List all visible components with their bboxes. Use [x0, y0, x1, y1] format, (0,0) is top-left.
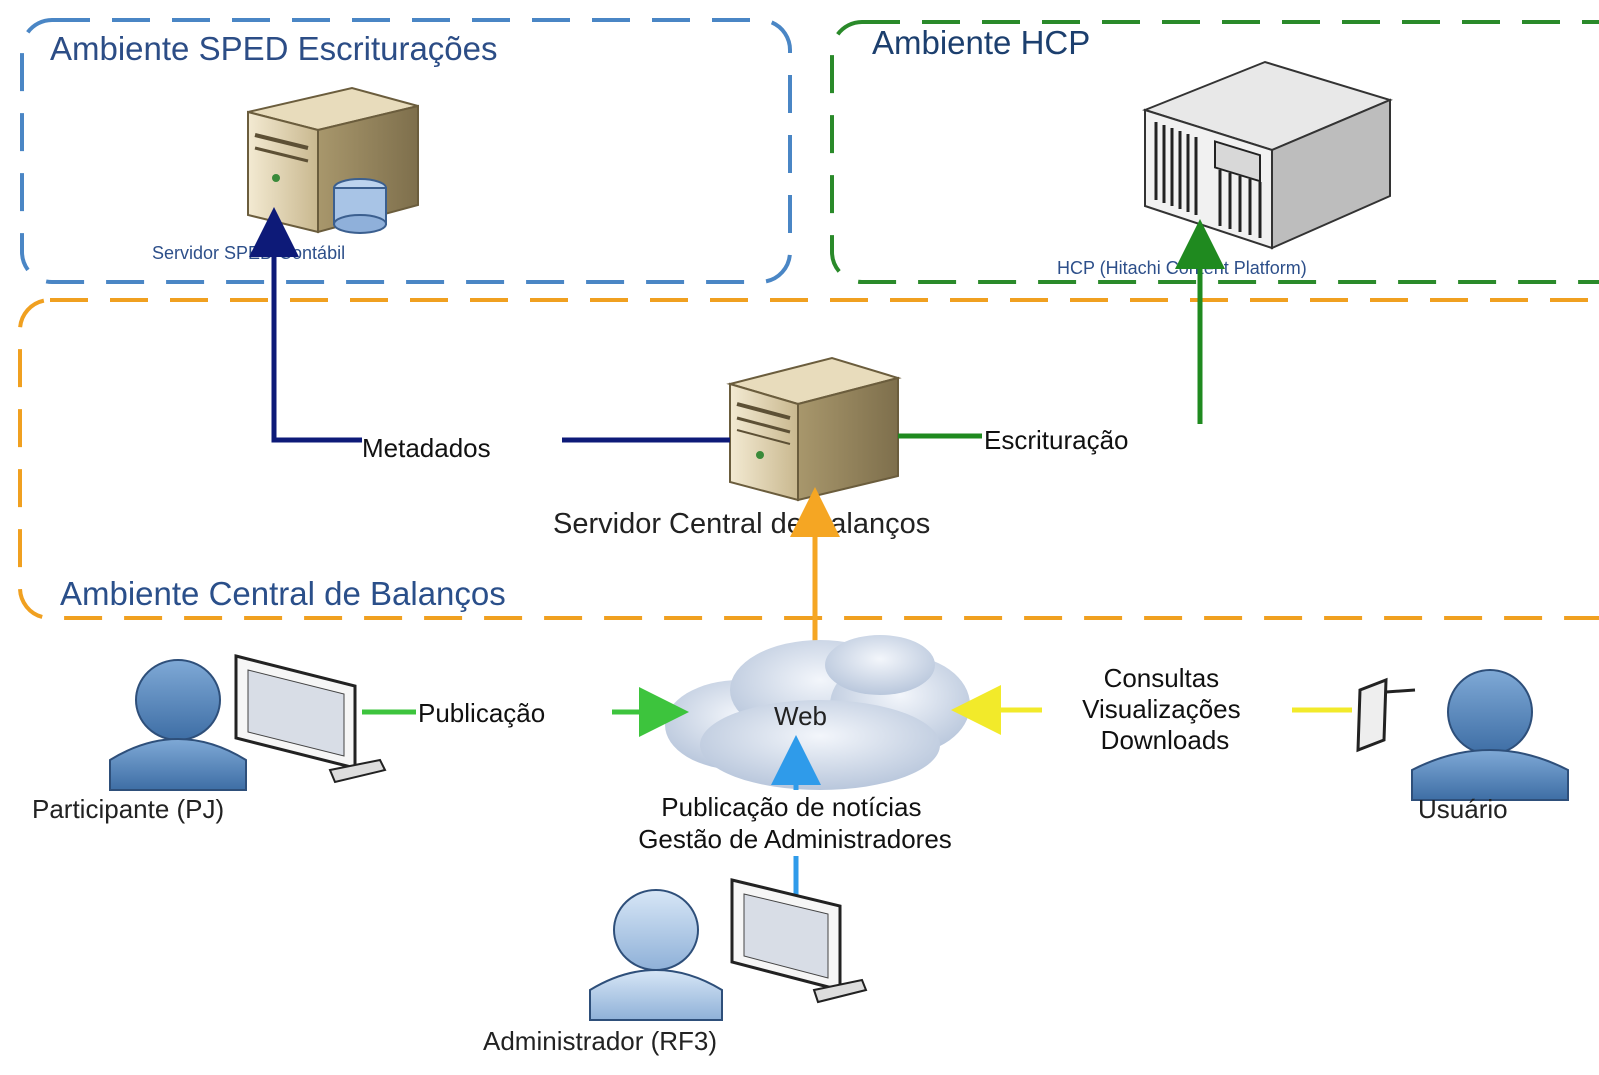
- visualizacoes-line: Visualizações: [1082, 694, 1241, 724]
- gestao-admins-line: Gestão de Administradores: [638, 824, 952, 854]
- user-with-monitor-icon: [589, 878, 868, 1021]
- zone-central: Ambiente Central de Balanços: [18, 298, 1599, 620]
- metadados-label: Metadados: [362, 433, 491, 463]
- server-tower-icon: [726, 356, 902, 502]
- escrituracao-label: Escrituração: [984, 425, 1129, 455]
- zone-central-title: Ambiente Central de Balanços: [60, 575, 506, 612]
- user-with-monitor-icon: [109, 654, 387, 791]
- publicacao-label: Publicação: [418, 698, 545, 728]
- zone-sped-title: Ambiente SPED Escriturações: [50, 30, 498, 67]
- hcp-server-label: HCP (Hitachi Content Platform): [1057, 258, 1307, 278]
- web-label: Web: [774, 701, 827, 731]
- zone-sped: Ambiente SPED Escriturações: [20, 18, 792, 284]
- cloud-icon: [665, 635, 970, 790]
- administrador-label: Administrador (RF3): [483, 1026, 717, 1056]
- metadados-arrow: [249, 207, 730, 443]
- zone-hcp-title: Ambiente HCP: [872, 24, 1090, 61]
- publicacao-noticias-line: Publicação de notícias: [661, 792, 921, 822]
- central-server-label: Servidor Central de Balanços: [553, 508, 930, 540]
- downloads-line: Downloads: [1101, 725, 1230, 755]
- user-with-tablet-icon: [1356, 669, 1569, 801]
- zone-hcp: Ambiente HCP: [830, 20, 1599, 284]
- storage-rack-icon: [1142, 60, 1393, 250]
- consultas-line: Consultas: [1104, 663, 1220, 693]
- participante-label: Participante (PJ): [32, 794, 224, 824]
- admin-label: Publicação de notícias Gestão de Adminis…: [638, 792, 952, 854]
- consultas-label: Consultas Visualizações Downloads: [1082, 663, 1248, 755]
- database-server-icon: [247, 86, 419, 234]
- sped-server-label: Servidor SPED-Contábil: [152, 243, 345, 263]
- usuario-label: Usuário: [1418, 794, 1508, 824]
